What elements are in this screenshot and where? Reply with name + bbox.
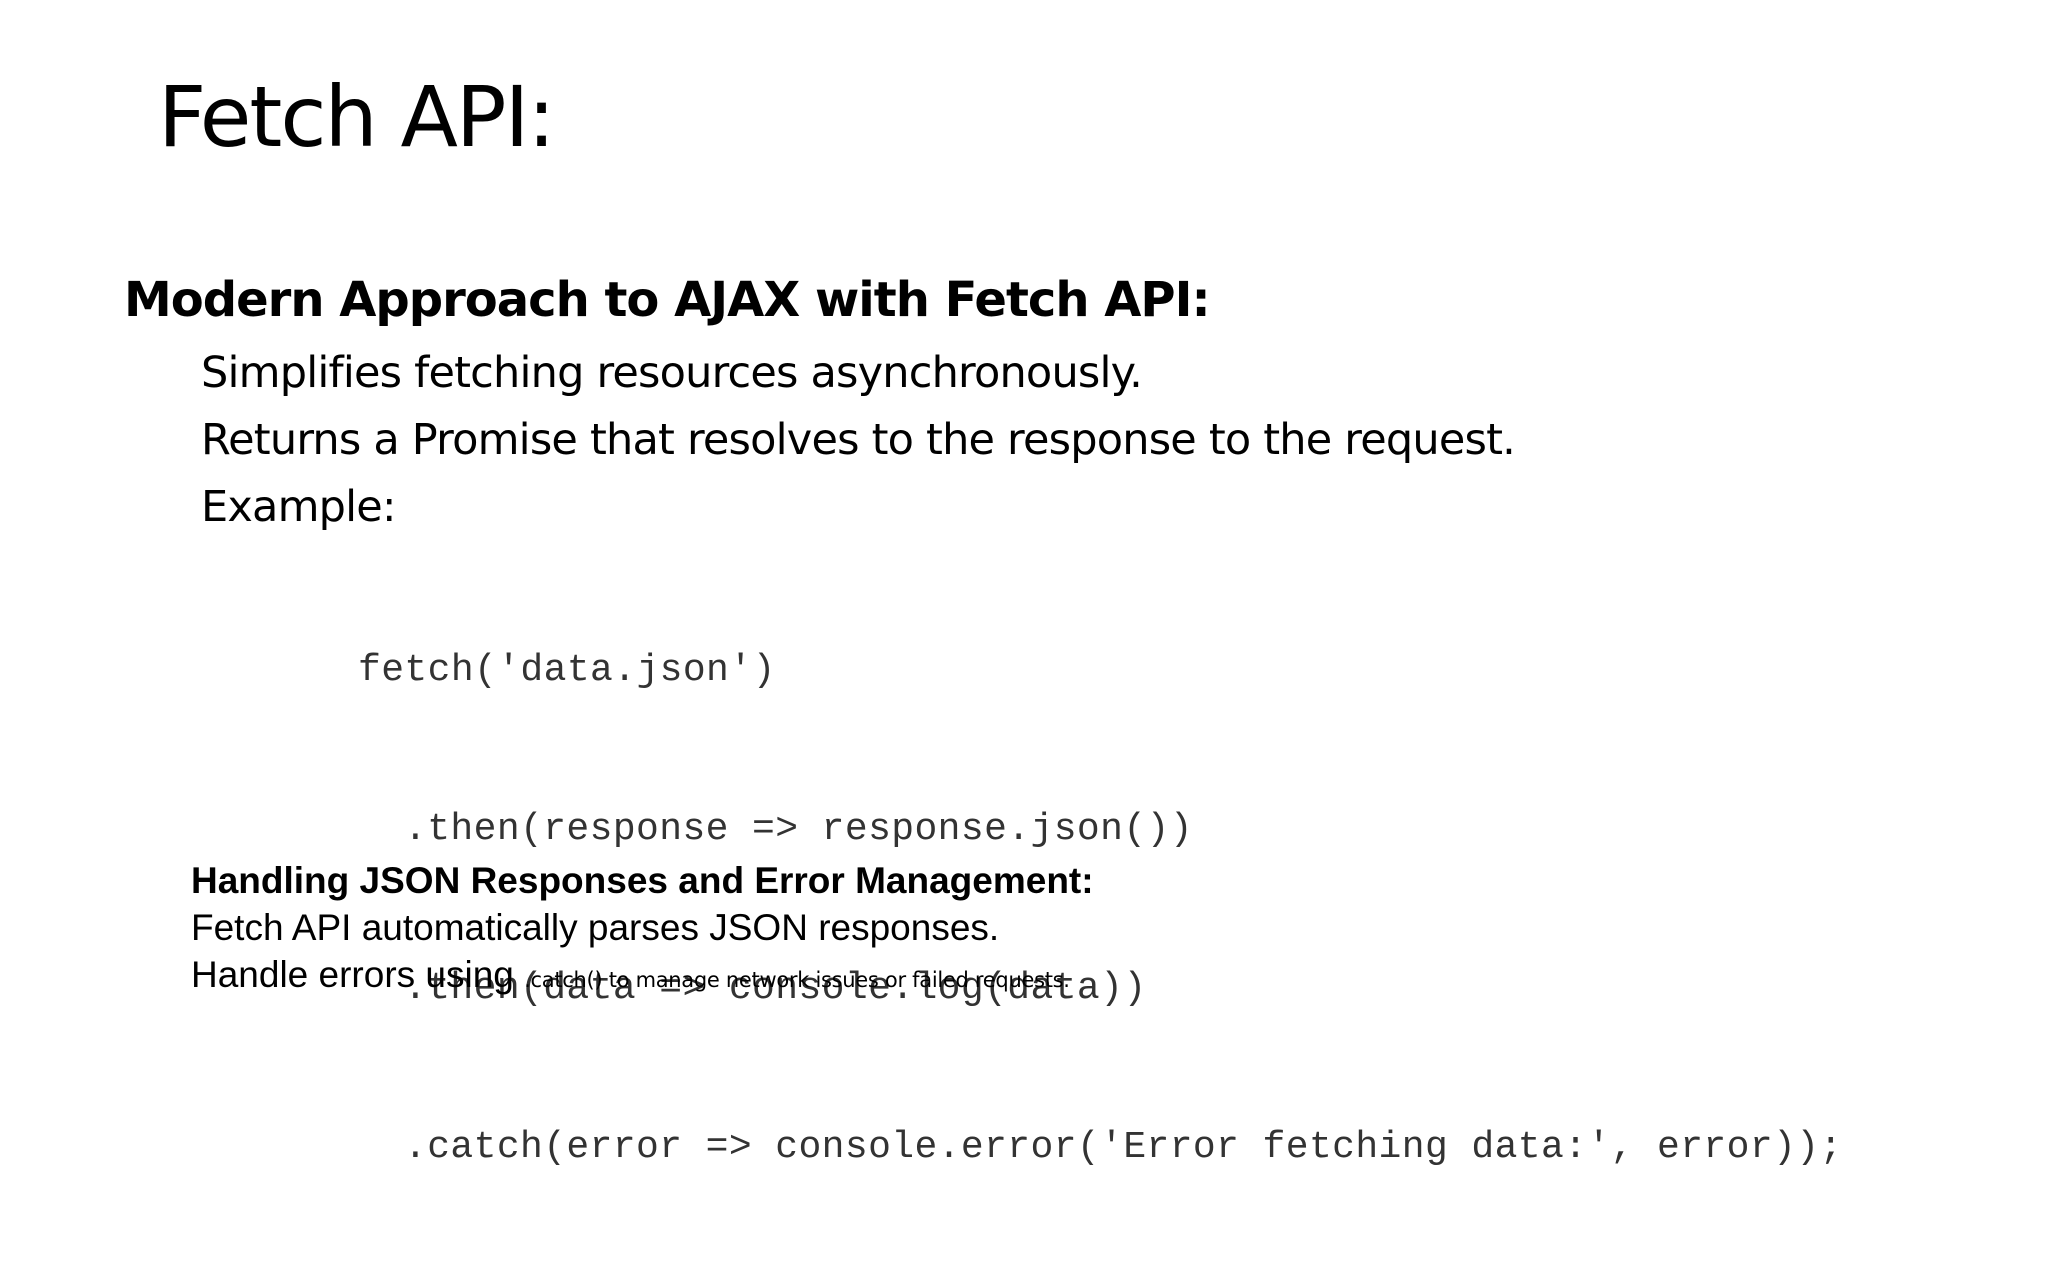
bullet-item: Returns a Promise that resolves to the r… bbox=[201, 415, 1516, 465]
slide-title: Fetch API: bbox=[158, 68, 556, 166]
code-line: fetch('data.json') bbox=[358, 649, 776, 692]
subsection-line-prefix: Handle errors using bbox=[191, 954, 525, 995]
subsection-heading: Handling JSON Responses and Error Manage… bbox=[191, 860, 1094, 901]
subsection-line: Handle errors using .catch() to manage n… bbox=[191, 951, 1094, 1004]
code-line: .then(data => console.log(data)) bbox=[404, 967, 1147, 1010]
bullet-list: Simplifies fetching resources asynchrono… bbox=[201, 340, 1516, 541]
bullet-item: Example: bbox=[201, 482, 396, 532]
code-line: .then(response => response.json()) bbox=[404, 808, 1193, 851]
section-heading: Modern Approach to AJAX with Fetch API: bbox=[124, 272, 1211, 328]
subsection-line: Fetch API automatically parses JSON resp… bbox=[191, 907, 1000, 948]
bullet-item: Simplifies fetching resources asynchrono… bbox=[201, 348, 1143, 398]
subsection: Handling JSON Responses and Error Manage… bbox=[191, 857, 1094, 1004]
slide: Fetch API: Modern Approach to AJAX with … bbox=[124, 68, 1843, 1169]
code-line: .catch(error => console.error('Error fet… bbox=[404, 1126, 1843, 1169]
subsection-line-note: .catch() to manage network issues or fai… bbox=[524, 968, 1070, 992]
